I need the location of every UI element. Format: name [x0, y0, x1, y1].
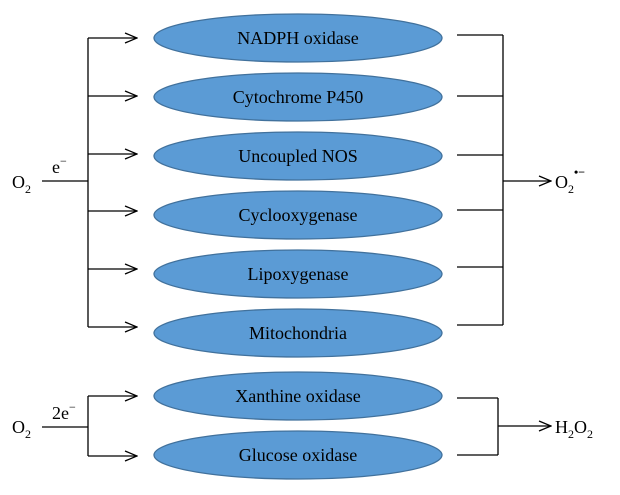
enzyme-mitochondria: Mitochondria: [153, 308, 443, 358]
enzyme-lipoxygenase: Lipoxygenase: [153, 249, 443, 299]
enzyme-cytochrome-p450: Cytochrome P450: [153, 72, 443, 122]
enzyme-nadph-oxidase: NADPH oxidase: [153, 13, 443, 63]
enzyme-glucose-oxidase: Glucose oxidase: [153, 430, 443, 480]
svg-text:Mitochondria: Mitochondria: [249, 323, 347, 343]
svg-text:NADPH oxidase: NADPH oxidase: [237, 28, 359, 48]
hydrogen-peroxide-product: H2O2: [555, 417, 593, 441]
svg-text:Cyclooxygenase: Cyclooxygenase: [239, 205, 358, 225]
enzyme-xanthine-oxidase: Xanthine oxidase: [153, 371, 443, 421]
o2-reactant-two-electron: O2: [12, 417, 31, 441]
one-electron-label: e−: [52, 154, 67, 177]
enzyme-uncoupled-nos: Uncoupled NOS: [153, 131, 443, 181]
superoxide-product: O2•−: [555, 165, 585, 196]
svg-text:Uncoupled NOS: Uncoupled NOS: [238, 146, 358, 166]
two-electron-label: 2e−: [52, 400, 76, 423]
input-arrows-one-electron: [88, 38, 137, 327]
o2-reactant-one-electron: O2: [12, 172, 31, 196]
output-lines-one-electron: [457, 34, 503, 326]
svg-text:Lipoxygenase: Lipoxygenase: [248, 264, 349, 284]
svg-text:Cytochrome P450: Cytochrome P450: [233, 87, 364, 107]
svg-text:Xanthine oxidase: Xanthine oxidase: [235, 386, 360, 406]
svg-text:Glucose oxidase: Glucose oxidase: [239, 445, 357, 465]
enzyme-cyclooxygenase: Cyclooxygenase: [153, 190, 443, 240]
